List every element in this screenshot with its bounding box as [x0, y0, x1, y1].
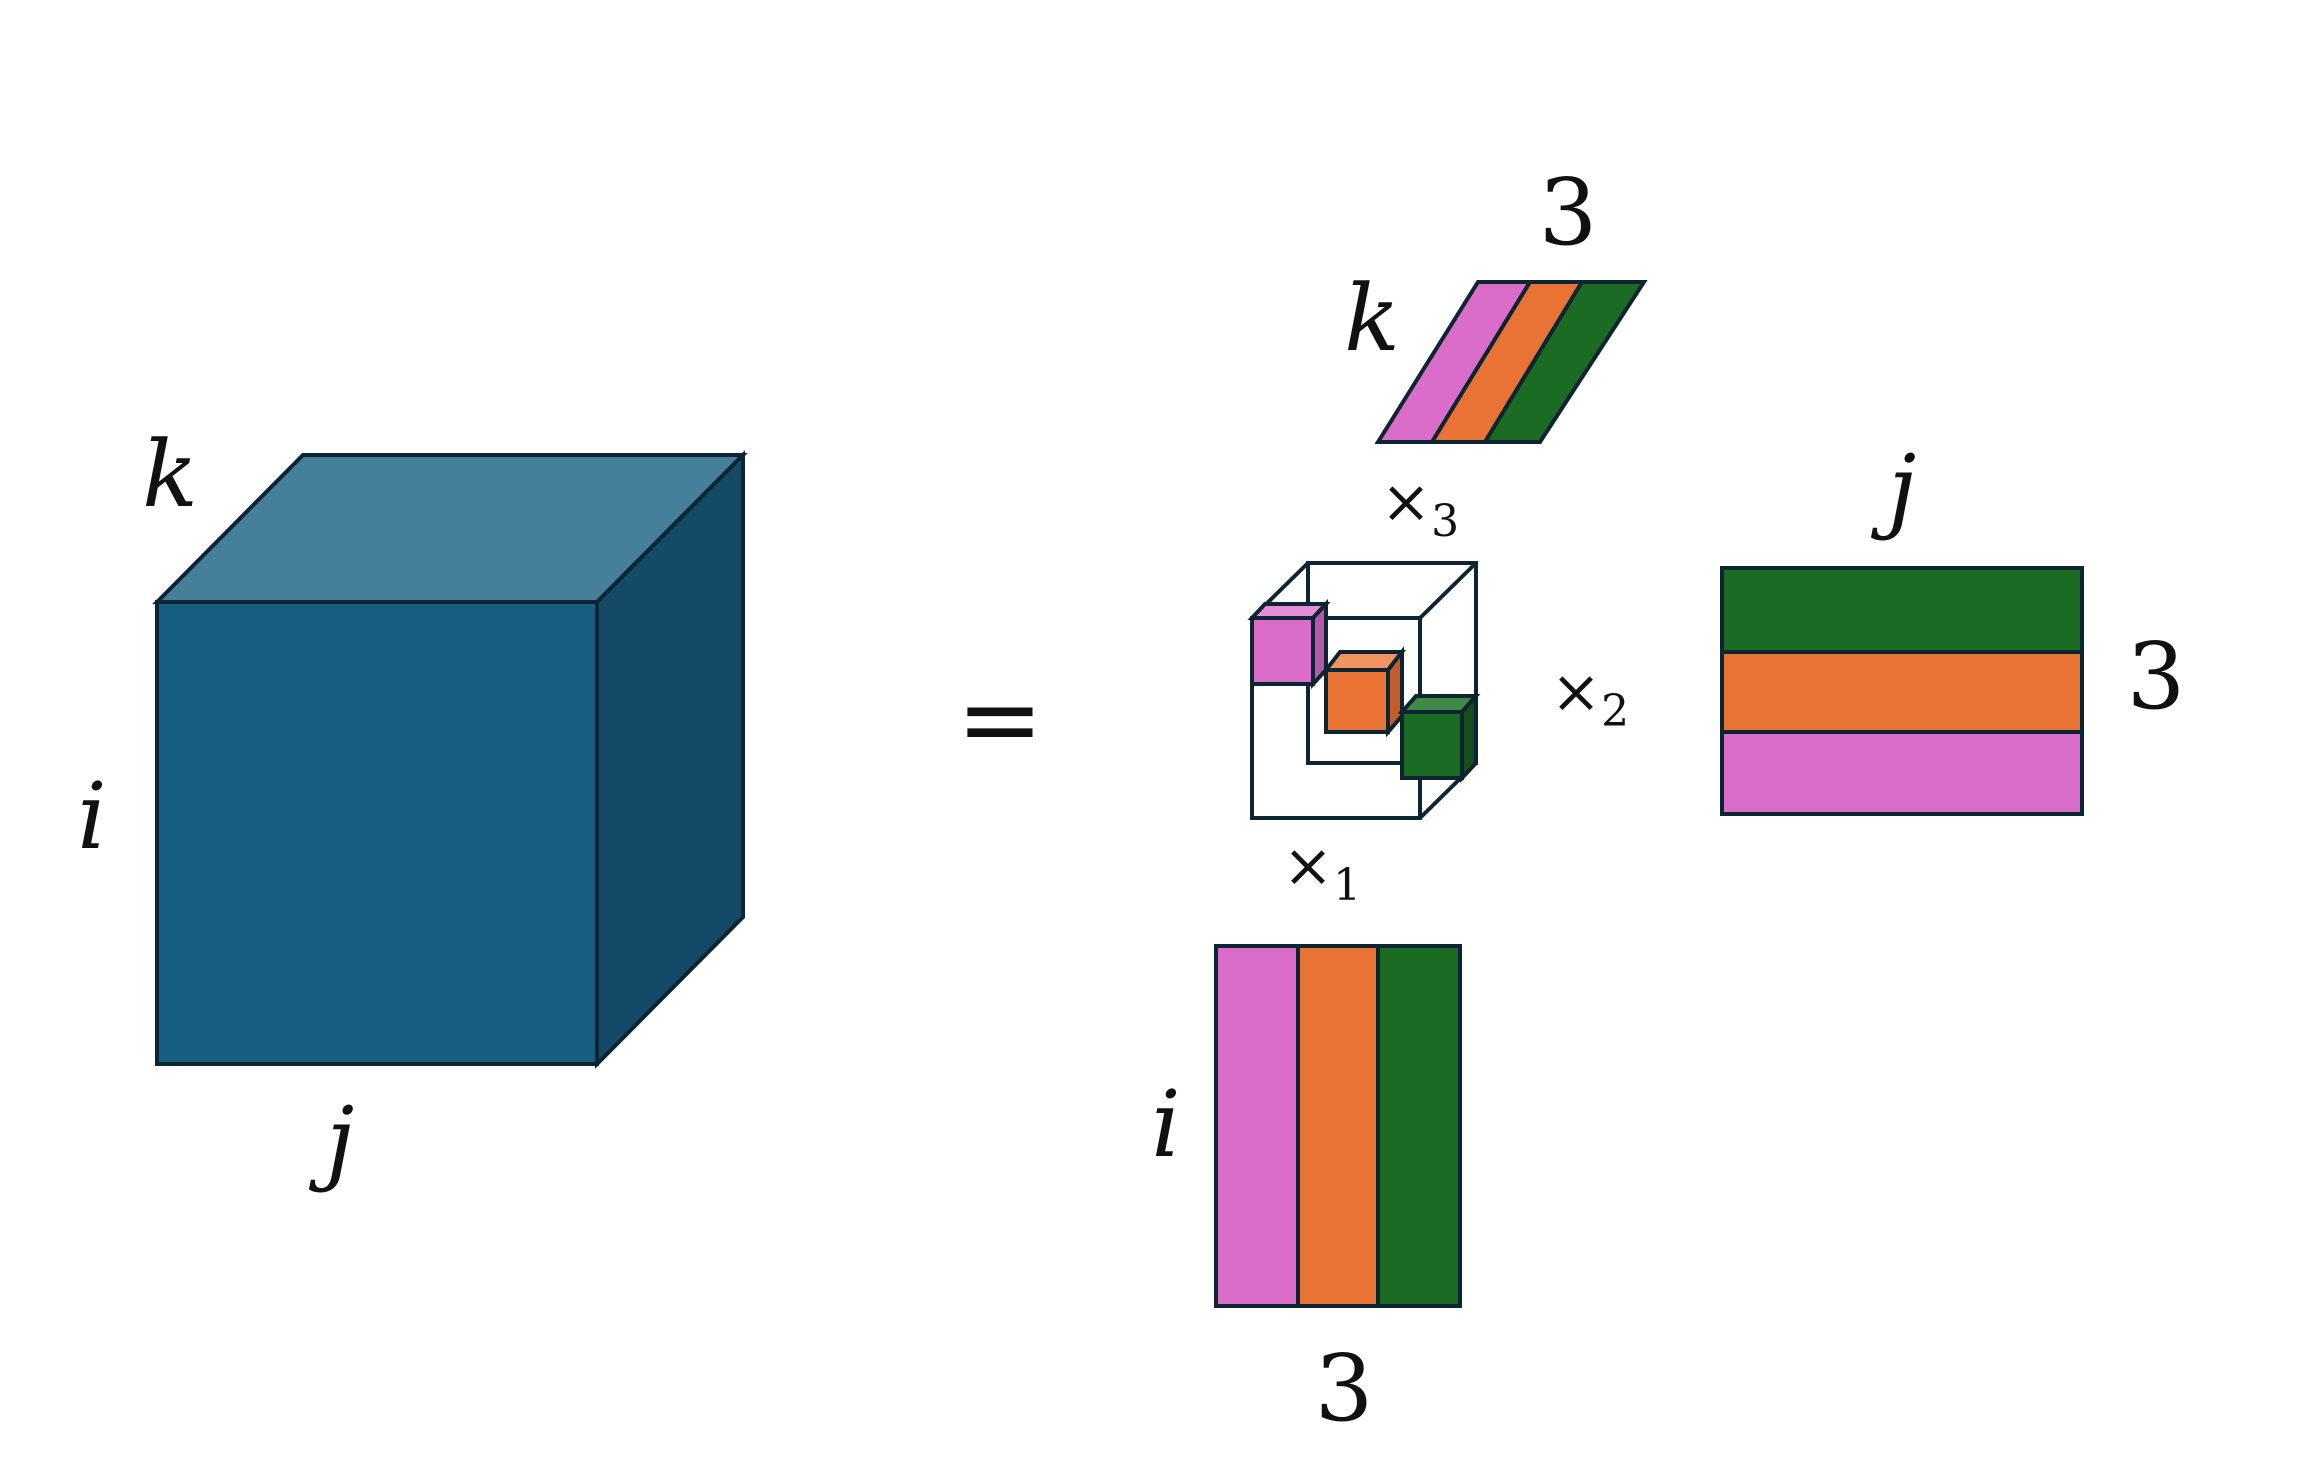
core-depth-edge [1418, 561, 1478, 620]
factor-matrix-a [1214, 944, 1462, 1308]
factor-matrix-c [1374, 280, 1648, 444]
tensor-j-label: j [309, 1087, 355, 1194]
factor-a-column-3 [1376, 944, 1462, 1308]
factor-c-rank-label: 3 [1539, 159, 1598, 266]
core-element-1 [1247, 598, 1331, 690]
factor-a-column-1 [1214, 944, 1300, 1308]
factor-a-row-label: i [1151, 1071, 1180, 1178]
mode1-symbol: ×1 [1283, 831, 1361, 911]
factor-a-column-2 [1296, 944, 1380, 1308]
factor-a-rank-label: 3 [1315, 1335, 1374, 1442]
core-element-3 [1397, 690, 1481, 784]
factor-b-row-label: j [1871, 435, 1917, 542]
tensor-front-face [155, 600, 599, 1066]
mode2-label: ×2 [1551, 657, 1629, 737]
factor-b-row-3 [1720, 730, 2084, 816]
factor-matrix-b [1720, 566, 2084, 816]
tensor-k-label: k [142, 421, 198, 528]
factor-b-rank-label: 3 [2127, 623, 2186, 730]
mode2-symbol: ×2 [1551, 657, 1629, 737]
factor-b-row-2 [1720, 650, 2084, 734]
mode3-label: ×3 [1381, 467, 1459, 547]
tensor-cube [152, 450, 748, 1069]
core-element-2 [1321, 646, 1407, 738]
mode1-label: ×1 [1283, 831, 1361, 911]
factor-c-column-3 [1481, 280, 1648, 444]
factor-c-row-label: k [1344, 265, 1400, 372]
tensor-i-label: i [77, 763, 106, 870]
factor-b-row-1 [1720, 566, 2084, 654]
equals-sign: = [956, 658, 1043, 780]
mode3-symbol: ×3 [1381, 467, 1459, 547]
